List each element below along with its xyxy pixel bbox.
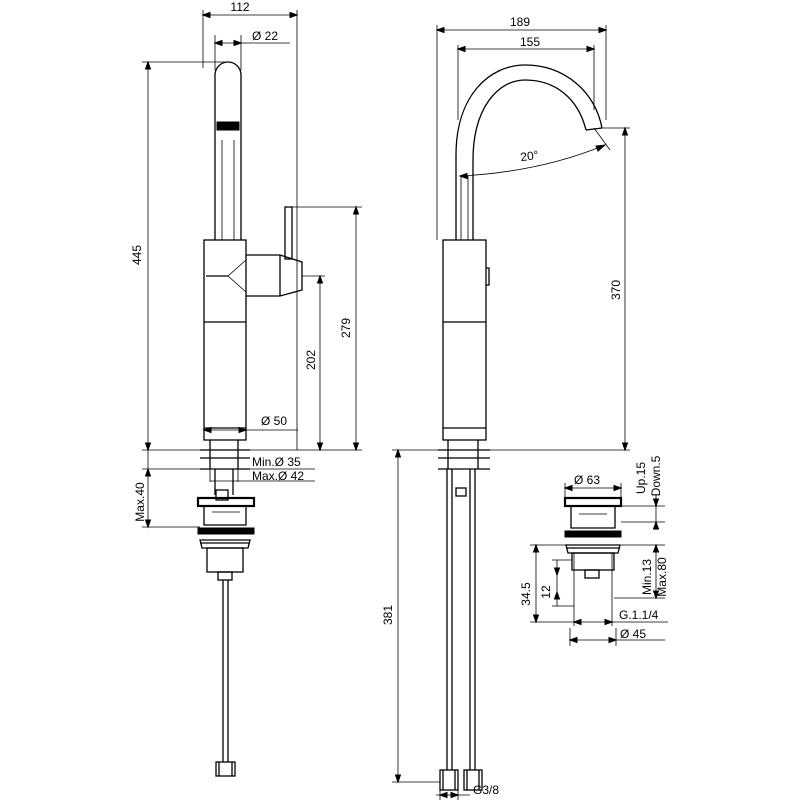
dim-112: 112 <box>230 0 249 14</box>
waste-detail <box>530 483 668 646</box>
dim-down-5: Down.5 <box>649 455 663 496</box>
dim-min-35: Min.Ø 35 <box>252 455 301 469</box>
dim-189: 189 <box>510 15 530 29</box>
dim-34-5: 34.5 <box>519 582 533 606</box>
dim-279: 279 <box>339 318 353 338</box>
side-view <box>142 10 362 777</box>
dim-155: 155 <box>520 35 540 49</box>
dim-diameter-50: Ø 50 <box>261 414 287 428</box>
angle-20: 20° <box>519 148 539 164</box>
dim-g3-8: G3/8 <box>473 783 499 797</box>
dim-g-1-1-4: G.1.1/4 <box>619 608 659 622</box>
dim-381: 381 <box>381 605 395 625</box>
front-view <box>392 25 630 800</box>
dim-max-42: Max.Ø 42 <box>252 469 304 483</box>
dim-diameter-45: Ø 45 <box>620 627 646 641</box>
dim-diameter-22: Ø 22 <box>252 29 278 43</box>
dim-max-40: Max.40 <box>133 482 147 522</box>
dim-202: 202 <box>304 350 318 370</box>
dim-up-15: Up.15 <box>634 462 648 494</box>
dim-12: 12 <box>539 585 553 599</box>
dim-max-80: Max.80 <box>655 557 669 597</box>
dim-370: 370 <box>609 280 623 300</box>
dim-diameter-63: Ø 63 <box>574 473 600 487</box>
dim-min-13: Min.13 <box>640 559 654 595</box>
dim-445: 445 <box>130 245 144 265</box>
